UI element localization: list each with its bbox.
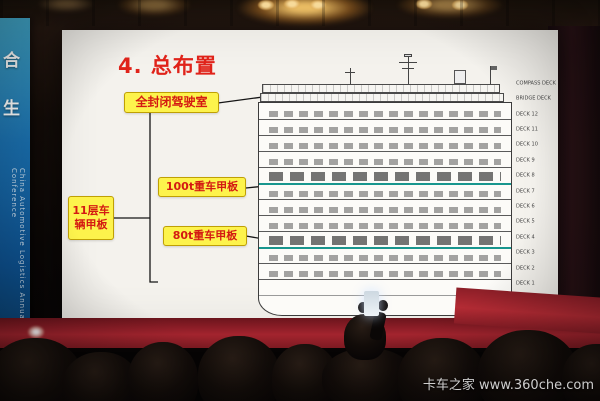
deck-line-80t [259,247,511,249]
vehicle-row [269,207,501,213]
audience-head [62,352,140,401]
ceiling-beams [0,0,600,26]
audience-head [198,336,280,401]
watermark: 卡车之家 www.360che.com [422,378,594,393]
mast-yard [345,72,355,73]
ceiling-light [118,0,190,16]
deck-label: DECK 4 [516,234,535,240]
vehicle-row [269,255,501,261]
mast-yard [402,68,414,69]
flag-icon [491,66,497,70]
vehicle-row [269,127,501,133]
fore-mast [350,68,351,84]
deck-label: DECK 6 [516,203,535,209]
main-mast [408,56,409,84]
deck-label: DECK 5 [516,218,535,224]
deck-line-100t [259,183,511,185]
deck-line [259,279,511,280]
ceiling-light [416,0,432,9]
chandelier-light [310,0,326,10]
vehicle-row [269,223,501,229]
conference-banner: 合 生 China Automotive Logistics Annual Co… [0,18,30,348]
callout-wheelhouse: 全封闭驾驶室 [124,92,219,113]
deck-line [259,167,511,168]
deck-label: DECK 9 [516,157,535,163]
banner-vertical-text: China Automotive Logistics Annual Confer… [10,168,26,323]
flag-mast [490,66,491,84]
deck-line [259,119,511,120]
callout-11-layers: 11层车辆甲板 [68,196,114,240]
bracket-line [149,99,158,283]
deck-label: DECK 3 [516,249,535,255]
deck-label: DECK 8 [516,172,535,178]
deck-line [259,135,511,136]
audience-head [128,342,198,401]
hand [378,300,388,311]
phone-screen [364,291,379,316]
chandelier-light [284,0,300,9]
deck-line [259,231,511,232]
projection-screen: 4. 总布置 全封闭驾驶室 100t重车甲板 80t重车甲板 11层车辆甲板 [62,30,558,322]
deck-line [259,215,511,216]
deck-line [259,263,511,264]
tank-top-line [259,295,511,296]
deck-label: DECK 7 [516,188,535,194]
compass-deck-structure [262,84,500,93]
vehicle-row [269,191,501,197]
deck-label: COMPASS DECK [516,80,556,86]
vehicle-row [269,271,501,277]
ship-diagram: COMPASS DECK BRIDGE DECK DECK 12 DECK 11… [258,54,556,318]
deck-label: BRIDGE DECK [516,95,551,101]
heavy-truck-row [269,236,501,245]
vehicle-row [269,159,501,165]
radar-icon [404,54,412,57]
audience-head [398,338,486,401]
hand [358,302,368,313]
ceiling-light [452,0,468,10]
deck-line [259,151,511,152]
heavy-truck-row [269,172,501,181]
slide-title: 4. 总布置 [118,54,217,78]
vehicle-row [269,143,501,149]
vehicle-row [269,111,501,117]
ceiling-light [38,0,94,12]
deck-line [259,199,511,200]
bridge-deck-structure [260,93,504,102]
deck-label: DECK 11 [516,126,538,132]
chandelier-light [258,0,274,10]
floor-light-reflection [28,326,44,338]
deck-label: DECK 12 [516,111,538,117]
callout-80t-deck: 80t重车甲板 [163,226,247,246]
deck-label: DECK 2 [516,265,535,271]
banner-character: 合 [3,51,20,71]
deck-label: DECK 1 [516,280,535,286]
funnel [454,70,466,84]
audience-head [478,330,578,401]
mast-yard [399,62,417,63]
ship-hull [258,102,512,316]
deck-label: DECK 10 [516,141,538,147]
banner-character: 生 [3,99,20,119]
callout-100t-deck: 100t重车甲板 [158,177,246,197]
